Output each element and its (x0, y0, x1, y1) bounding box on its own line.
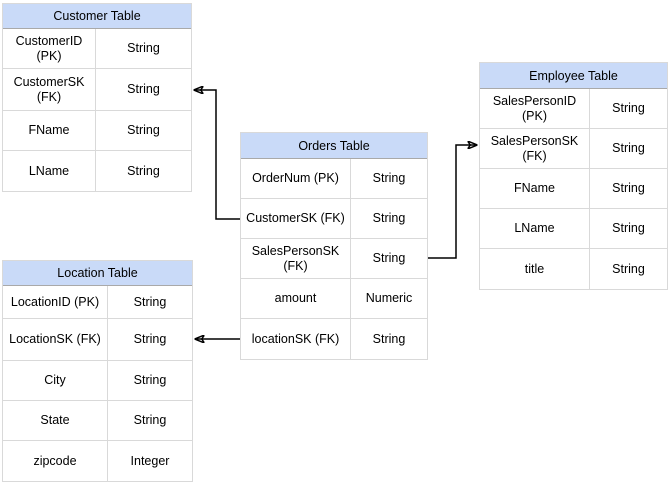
field-type-cell: String (612, 181, 645, 195)
field-name-cell: State (3, 401, 108, 440)
field-name-cell: CustomerID (PK) (3, 29, 96, 68)
table-title: Customer Table (53, 9, 141, 23)
field-name-cell: FName (3, 111, 96, 150)
table-title: Orders Table (298, 138, 370, 153)
field-name-cell: locationSK (FK) (241, 319, 351, 359)
field-type-cell: String (372, 331, 406, 346)
table-header[interactable]: Customer Table (3, 4, 191, 29)
table-row[interactable]: SalesPersonSK (FK) String (241, 239, 427, 279)
relationship-arrow-orders-to-customer[interactable] (194, 90, 240, 220)
table-row[interactable]: CustomerSK (FK) String (241, 199, 427, 239)
field-name-cell: zipcode (3, 441, 108, 481)
table-row[interactable]: LocationSK (FK) String (3, 319, 192, 361)
field-name-cell: CustomerSK (FK) (241, 199, 351, 238)
entity-table-customer[interactable]: Customer Table CustomerID (PK) String Cu… (2, 3, 192, 192)
field-type-cell: Numeric (365, 291, 413, 305)
table-row[interactable]: locationSK (FK) String (241, 319, 427, 359)
table-row[interactable]: title String (480, 249, 667, 289)
field-name-cell: LName (3, 151, 96, 191)
table-title: Location Table (57, 266, 138, 280)
table-row[interactable]: FName String (480, 169, 667, 209)
table-header[interactable]: Orders Table (241, 133, 427, 159)
table-header[interactable]: Employee Table (480, 63, 667, 89)
table-title: Employee Table (529, 68, 618, 83)
table-row[interactable]: City String (3, 361, 192, 401)
field-name-cell: LocationID (PK) (3, 286, 108, 318)
field-type-cell: String (127, 123, 160, 137)
field-name-cell: LName (480, 209, 590, 248)
field-type-cell: String (372, 211, 406, 225)
field-name-cell: SalesPersonID (PK) (480, 89, 590, 128)
field-name-cell: OrderNum (PK) (241, 159, 351, 198)
table-row[interactable]: SalesPersonID (PK) String (480, 89, 667, 129)
field-type-cell: String (133, 294, 167, 309)
field-type-cell: String (127, 41, 160, 55)
field-type-cell: String (127, 163, 160, 178)
field-type-cell: Integer (130, 453, 170, 468)
field-type-cell: String (612, 221, 645, 235)
field-type-cell: String (133, 373, 167, 387)
relationship-arrow-orders-to-employee[interactable] (428, 145, 477, 259)
table-row[interactable]: LocationID (PK) String (3, 286, 192, 319)
table-row[interactable]: amount Numeric (241, 279, 427, 319)
field-name-cell: FName (480, 169, 590, 208)
table-row[interactable]: OrderNum (PK) String (241, 159, 427, 199)
table-row[interactable]: LName String (480, 209, 667, 249)
field-name-cell: City (3, 361, 108, 400)
field-type-cell: String (612, 101, 645, 115)
field-name-cell: SalesPersonSK (FK) (480, 129, 590, 168)
field-type-cell: String (612, 141, 645, 155)
field-name-cell: CustomerSK (FK) (3, 69, 96, 110)
field-type-cell: String (372, 251, 406, 265)
entity-table-location[interactable]: Location Table LocationID (PK) String Lo… (2, 260, 193, 482)
table-row[interactable]: State String (3, 401, 192, 441)
field-name-cell: SalesPersonSK (FK) (241, 239, 351, 278)
entity-table-employee[interactable]: Employee Table SalesPersonID (PK) String… (479, 62, 668, 290)
field-name-cell: title (480, 249, 590, 289)
field-type-cell: String (133, 413, 167, 427)
field-type-cell: String (612, 261, 645, 276)
field-name-cell: amount (241, 279, 351, 318)
field-type-cell: String (133, 332, 167, 346)
table-row[interactable]: CustomerID (PK) String (3, 29, 191, 69)
field-type-cell: String (372, 171, 406, 185)
field-type-cell: String (127, 82, 160, 96)
table-row[interactable]: CustomerSK (FK) String (3, 69, 191, 111)
table-row[interactable]: FName String (3, 111, 191, 151)
table-header[interactable]: Location Table (3, 261, 192, 286)
table-row[interactable]: zipcode Integer (3, 441, 192, 481)
field-name-cell: LocationSK (FK) (3, 319, 108, 360)
table-row[interactable]: SalesPersonSK (FK) String (480, 129, 667, 169)
table-row[interactable]: LName String (3, 151, 191, 191)
entity-table-orders[interactable]: Orders Table OrderNum (PK) String Custom… (240, 132, 428, 360)
